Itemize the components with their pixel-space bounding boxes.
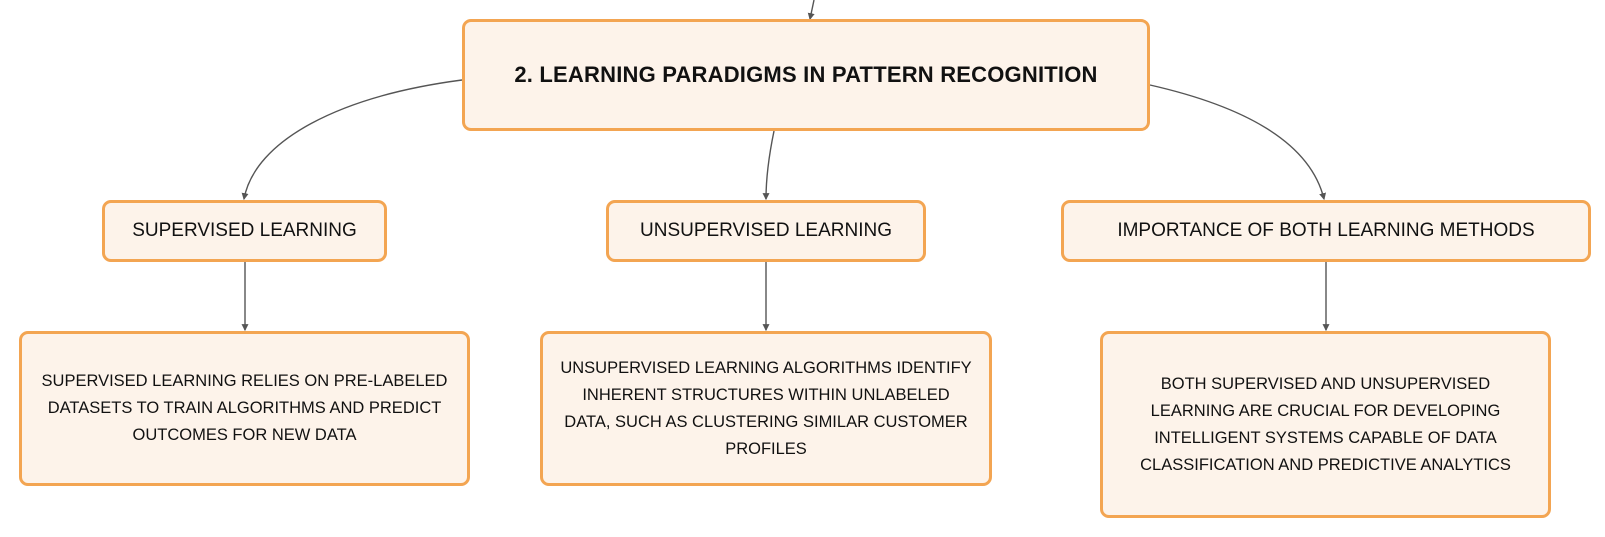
branch-node-importance-of-both[interactable]: IMPORTANCE OF BOTH LEARNING METHODS xyxy=(1061,200,1591,262)
root-node[interactable]: 2. LEARNING PARADIGMS IN PATTERN RECOGNI… xyxy=(462,19,1150,131)
detail-node-text: BOTH SUPERVISED AND UNSUPERVISED LEARNIN… xyxy=(1140,374,1511,474)
root-node-title: 2. LEARNING PARADIGMS IN PATTERN RECOGNI… xyxy=(514,62,1098,87)
branch-node-label: IMPORTANCE OF BOTH LEARNING METHODS xyxy=(1117,220,1535,241)
connector-incoming xyxy=(807,0,815,21)
detail-node-text: SUPERVISED LEARNING RELIES ON PRE-LABELE… xyxy=(41,372,448,444)
branch-node-supervised-learning[interactable]: SUPERVISED LEARNING xyxy=(102,200,387,262)
branch-node-unsupervised-learning[interactable]: UNSUPERVISED LEARNING xyxy=(606,200,926,262)
connector-root-to-unsupervised xyxy=(762,130,775,201)
branch-node-label: UNSUPERVISED LEARNING xyxy=(640,220,892,241)
branch-node-label: SUPERVISED LEARNING xyxy=(132,220,357,241)
detail-node-unsupervised-learning[interactable]: UNSUPERVISED LEARNING ALGORITHMS IDENTIF… xyxy=(540,331,992,486)
detail-node-importance-of-both[interactable]: BOTH SUPERVISED AND UNSUPERVISED LEARNIN… xyxy=(1100,331,1551,518)
connector-root-to-importance xyxy=(1149,84,1327,201)
connector-root-to-supervised xyxy=(241,79,463,201)
detail-node-supervised-learning[interactable]: SUPERVISED LEARNING RELIES ON PRE-LABELE… xyxy=(19,331,470,486)
detail-node-text: UNSUPERVISED LEARNING ALGORITHMS IDENTIF… xyxy=(560,358,972,458)
